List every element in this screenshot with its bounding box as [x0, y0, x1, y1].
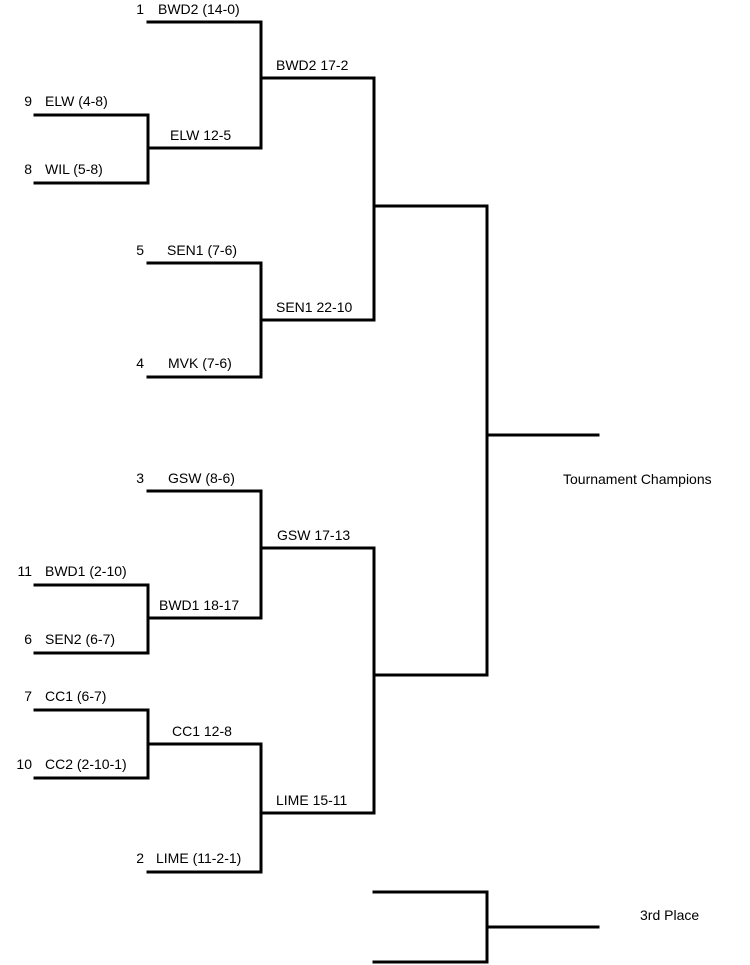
result-label-sen1: SEN1 22-10 — [276, 299, 353, 315]
champion-label: Tournament Champions — [563, 471, 712, 487]
seed-number: 6 — [24, 631, 32, 647]
seed-number: 9 — [24, 93, 32, 109]
result-label-gsw: GSW 17-13 — [277, 527, 351, 543]
third-place-label: 3rd Place — [640, 907, 700, 923]
team-label-cc2: CC2 (2-10-1) — [45, 756, 127, 772]
seed-number: 3 — [136, 470, 144, 486]
team-label-wil: WIL (5-8) — [45, 161, 103, 177]
result-label-cc1: CC1 12-8 — [172, 723, 232, 739]
seed-number: 8 — [24, 161, 32, 177]
team-label-bwd2: BWD2 (14-0) — [158, 1, 240, 17]
result-label-elw: ELW 12-5 — [170, 127, 232, 143]
seed-number: 1 — [136, 1, 144, 17]
seed-number: 7 — [24, 688, 32, 704]
seed-number: 2 — [136, 850, 144, 866]
team-label-gsw: GSW (8-6) — [168, 470, 235, 486]
team-label-bwd1: BWD1 (2-10) — [45, 563, 127, 579]
team-label-lime: LIME (11-2-1) — [156, 850, 242, 866]
team-label-mvk: MVK (7-6) — [168, 355, 232, 371]
seed-number: 5 — [136, 242, 144, 258]
result-label-bwd1: BWD1 18-17 — [159, 597, 240, 613]
team-label-sen2: SEN2 (6-7) — [45, 631, 116, 647]
result-label-bwd2: BWD2 17-2 — [276, 57, 349, 73]
seed-number: 10 — [16, 756, 32, 772]
team-label-sen1: SEN1 (7-6) — [167, 242, 238, 258]
seed-number: 4 — [136, 355, 144, 371]
result-label-lime: LIME 15-11 — [276, 792, 348, 808]
team-label-elw: ELW (4-8) — [45, 93, 108, 109]
team-label-cc1: CC1 (6-7) — [45, 688, 107, 704]
seed-number: 11 — [17, 563, 32, 579]
